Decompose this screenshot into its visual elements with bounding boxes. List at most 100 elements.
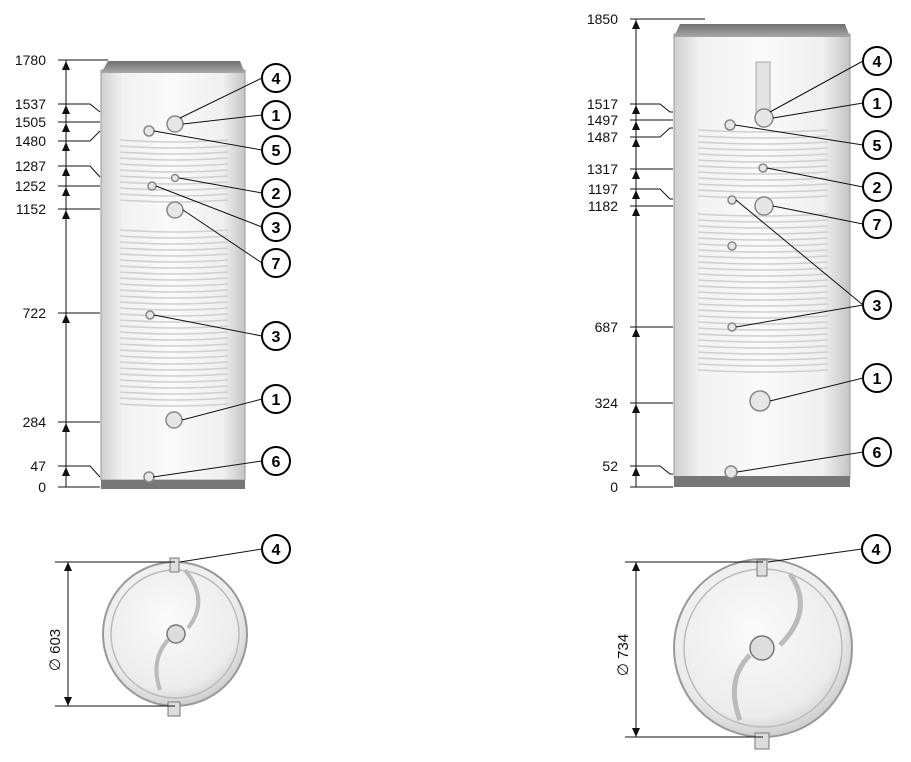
callout-circle <box>261 212 291 242</box>
callout-number: 4 <box>272 71 281 88</box>
height-leader <box>630 188 673 200</box>
left-heating-coils <box>119 139 229 407</box>
coil-winding <box>697 189 829 193</box>
coil-winding <box>119 307 229 311</box>
left-tank-plan-view <box>102 557 248 717</box>
height-label: 1152 <box>16 201 46 217</box>
dimension-arrow <box>632 404 640 413</box>
height-label: 52 <box>602 458 618 474</box>
coil-winding <box>119 151 229 155</box>
height-label: 47 <box>30 458 46 474</box>
coil-winding <box>119 235 229 239</box>
height-label: 1182 <box>588 198 618 214</box>
coil-winding <box>119 385 229 389</box>
callout-leader <box>769 60 864 113</box>
coil-winding <box>119 157 229 161</box>
callout-number: 6 <box>873 445 882 462</box>
coil-winding <box>697 279 829 283</box>
callout-circle <box>862 363 892 393</box>
coil-winding <box>119 331 229 335</box>
callout-circle <box>862 290 892 320</box>
dimension-arrow <box>632 328 640 337</box>
callout-circle <box>261 321 291 351</box>
right-conn-mid <box>727 241 737 251</box>
coil-winding <box>119 403 229 407</box>
height-leader <box>630 103 673 113</box>
dimension-arrow <box>62 167 70 176</box>
callout-leader <box>179 77 263 119</box>
dimension-arrow <box>62 210 70 219</box>
left-plan-top-stub <box>169 557 180 573</box>
right-plan-pipe-2 <box>731 653 752 721</box>
height-label: 1287 <box>15 158 46 174</box>
coil-winding <box>697 303 829 307</box>
coil-winding <box>119 391 229 395</box>
coil-winding <box>697 147 829 151</box>
coil-winding <box>697 231 829 235</box>
coil-winding <box>119 349 229 353</box>
height-label: 0 <box>38 479 46 495</box>
coil-winding <box>119 259 229 263</box>
height-label: 1317 <box>587 161 618 177</box>
coil-winding <box>697 345 829 349</box>
coil-winding <box>119 169 229 173</box>
coil-winding <box>697 183 829 187</box>
right-plan-callout-label: 4 <box>872 542 881 559</box>
height-label: 1487 <box>587 129 618 145</box>
height-label: 324 <box>595 395 619 411</box>
coil-winding <box>697 261 829 265</box>
right-tank-cap <box>674 24 850 37</box>
height-leader <box>58 465 101 478</box>
callout-number: 4 <box>873 54 882 71</box>
dimension-arrow <box>632 121 640 130</box>
left-plan-pipe <box>183 568 201 630</box>
coil-winding <box>697 327 829 331</box>
dimension-arrow <box>632 170 640 179</box>
coil-winding <box>119 283 229 287</box>
coil-winding <box>119 295 229 299</box>
height-label: 1505 <box>15 114 46 130</box>
callout-number: 7 <box>873 217 882 234</box>
callout-circle <box>261 178 291 208</box>
coil-winding <box>119 139 229 143</box>
coil-winding <box>697 351 829 355</box>
callout-number: 5 <box>873 138 882 155</box>
left-conn-2 <box>170 173 180 183</box>
coil-winding <box>697 225 829 229</box>
height-leader <box>630 465 673 475</box>
height-leader <box>58 130 101 142</box>
dimension-arrow <box>62 142 70 151</box>
coil-winding <box>119 193 229 197</box>
height-leader <box>630 127 673 138</box>
right-diameter-label: ∅ 734 <box>615 634 632 676</box>
coil-winding <box>119 187 229 191</box>
coil-winding <box>697 297 829 301</box>
dimension-arrow <box>632 138 640 147</box>
coil-winding <box>119 397 229 401</box>
right-tank-base <box>674 476 850 487</box>
callout-number: 1 <box>272 392 281 409</box>
callout-circle <box>261 446 291 476</box>
height-leader <box>58 103 101 113</box>
height-label: 687 <box>595 319 619 335</box>
height-label: 1197 <box>588 181 618 197</box>
callout-leader <box>153 314 263 337</box>
left-conn-1-lower <box>165 411 183 429</box>
coil-winding <box>119 253 229 257</box>
coil-winding <box>119 229 229 233</box>
height-label: 1480 <box>15 133 46 149</box>
callout-circle <box>862 46 892 76</box>
height-label: 284 <box>23 414 47 430</box>
callout-circle <box>862 172 892 202</box>
callout-circle <box>862 437 892 467</box>
left-plan-bottom-stub <box>167 701 181 717</box>
left-tank-elevation <box>100 61 246 489</box>
coil-winding <box>697 237 829 241</box>
right-conn-2 <box>758 163 768 173</box>
callout-leader <box>734 124 864 146</box>
coil-winding <box>119 361 229 365</box>
callout-number: 7 <box>272 256 281 273</box>
